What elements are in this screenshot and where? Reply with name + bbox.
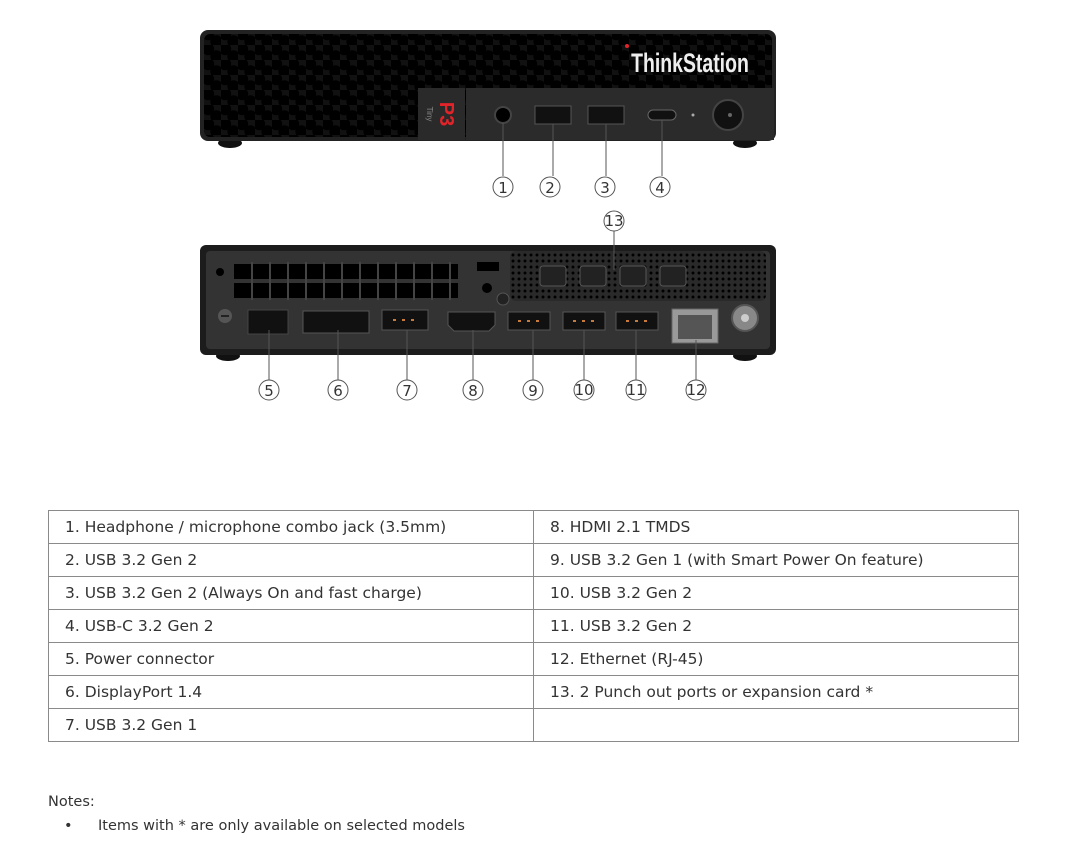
callout-7: 7	[402, 382, 412, 400]
screw-icon	[496, 292, 510, 306]
callout-11: 11	[626, 381, 645, 399]
callout-8: 8	[468, 382, 478, 400]
callout-12: 12	[686, 381, 705, 399]
table-cell: 2. USB 3.2 Gen 2	[48, 543, 534, 577]
table-cell: 9. USB 3.2 Gen 1 (with Smart Power On fe…	[533, 543, 1019, 577]
thinkstation-logo: ThinkStation	[631, 48, 749, 78]
rear-view	[200, 245, 776, 361]
headphone-jack	[494, 106, 512, 124]
mini-dp-port	[659, 265, 687, 287]
model-badge: P3	[435, 102, 457, 126]
table-cell: 10. USB 3.2 Gen 2	[533, 576, 1019, 610]
table-cell: 7. USB 3.2 Gen 1	[48, 708, 534, 742]
mini-dp-port	[539, 265, 567, 287]
table-row: 3. USB 3.2 Gen 2 (Always On and fast cha…	[48, 576, 1019, 610]
rear-vents	[234, 264, 458, 298]
table-cell: 5. Power connector	[48, 642, 534, 676]
usb-a-port-front	[534, 105, 572, 125]
callout-4: 4	[655, 179, 665, 197]
front-view: P3 Tiny ThinkStation	[200, 30, 776, 148]
rear-callouts	[258, 210, 707, 401]
usb-c-port	[647, 109, 677, 121]
table-cell: 8. HDMI 2.1 TMDS	[533, 510, 1019, 544]
table-row: 7. USB 3.2 Gen 1	[48, 708, 1019, 742]
notes-section: Notes: • Items with * are only available …	[48, 794, 465, 834]
power-connector	[247, 309, 289, 335]
table-cell: 11. USB 3.2 Gen 2	[533, 609, 1019, 643]
ports-table: 1. Headphone / microphone combo jack (3.…	[48, 510, 1019, 742]
bullet-icon: •	[64, 818, 73, 834]
callout-5: 5	[264, 382, 274, 400]
hdmi-port	[447, 311, 496, 332]
callout-3: 3	[600, 179, 610, 197]
front-callouts	[492, 120, 671, 198]
table-cell: 3. USB 3.2 Gen 2 (Always On and fast cha…	[48, 576, 534, 610]
table-row: 1. Headphone / microphone combo jack (3.…	[48, 510, 1019, 544]
callout-13: 13	[604, 212, 623, 230]
table-cell: 12. Ethernet (RJ-45)	[533, 642, 1019, 676]
note-text: Items with * are only available on selec…	[98, 818, 465, 834]
model-sub: Tiny	[425, 107, 434, 122]
mini-dp-port	[579, 265, 607, 287]
callout-9: 9	[528, 382, 538, 400]
notes-title: Notes:	[48, 794, 95, 810]
table-cell: 13. 2 Punch out ports or expansion card …	[533, 675, 1019, 709]
table-cell: 6. DisplayPort 1.4	[48, 675, 534, 709]
table-cell	[533, 708, 1019, 742]
table-cell: 4. USB-C 3.2 Gen 2	[48, 609, 534, 643]
callout-2: 2	[545, 179, 555, 197]
displayport	[302, 310, 370, 334]
model-badge-area	[418, 88, 465, 140]
mini-dp-port	[619, 265, 647, 287]
callout-6: 6	[333, 382, 343, 400]
status-led	[691, 113, 695, 117]
table-cell: 1. Headphone / microphone combo jack (3.…	[48, 510, 534, 544]
usb-a-port-front-always-on	[587, 105, 625, 125]
product-port-diagram: P3 Tiny ThinkStation 1 2 3 4	[200, 30, 776, 401]
callout-1: 1	[498, 179, 508, 197]
note-item: • Items with * are only available on sele…	[64, 818, 465, 834]
callout-10: 10	[574, 381, 593, 399]
